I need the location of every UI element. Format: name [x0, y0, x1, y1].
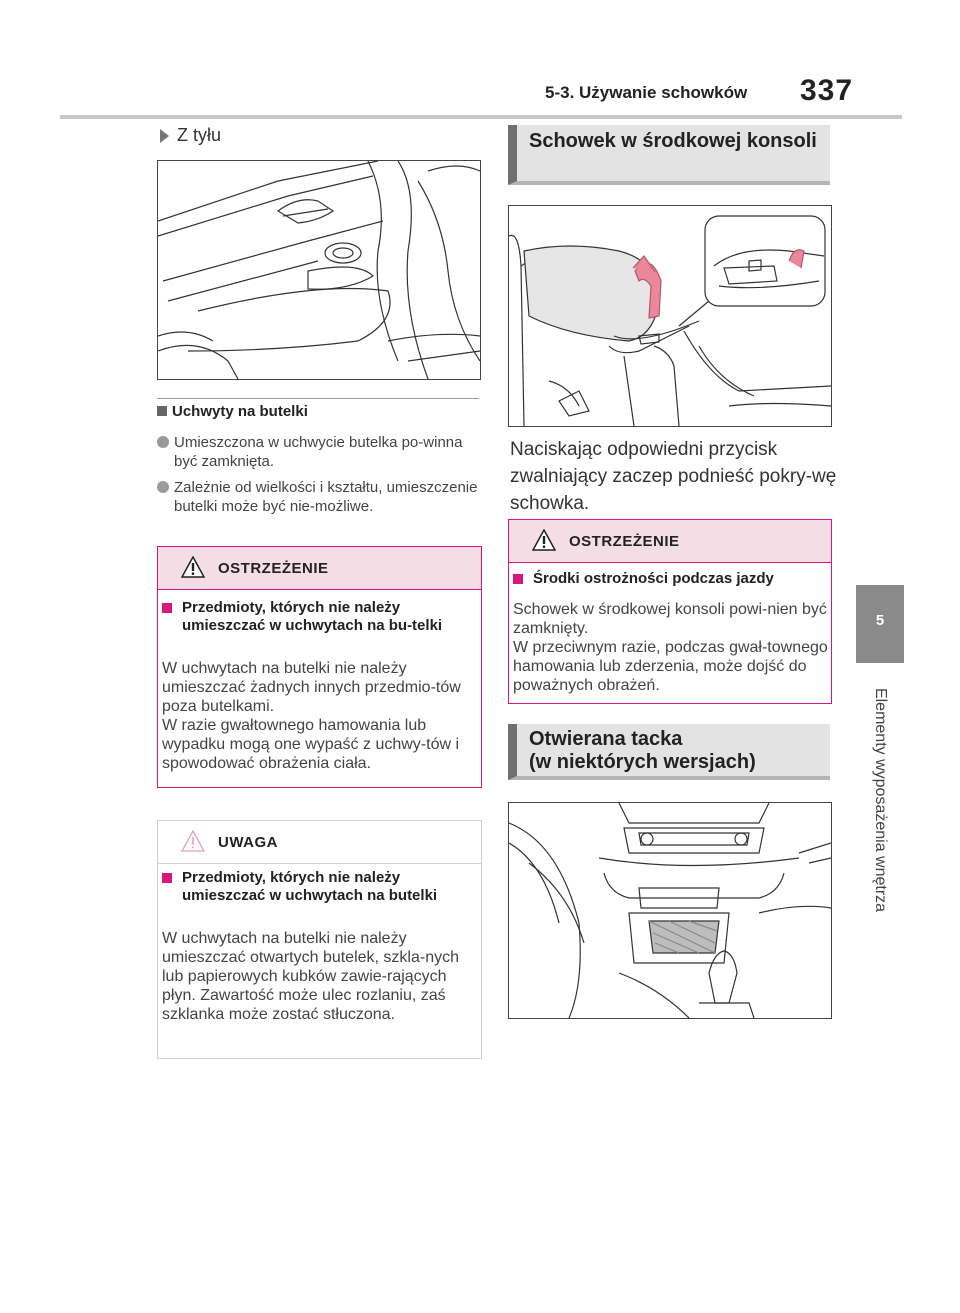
section-heading-tray-text: Otwierana tacka (w niektórych wersjach) [529, 728, 756, 773]
list-item-text: Zależnie od wielkości i kształtu, umiesz… [174, 479, 478, 515]
section-heading-console-text: Schowek w środkowej konsoli [529, 130, 817, 152]
bottle-holders-heading-text: Uchwyty na butelki [172, 403, 308, 420]
warning-subheading: Przedmioty, których nie należy umieszcza… [162, 599, 462, 635]
page-number: 337 [800, 74, 854, 107]
open-tray-illustration [508, 802, 832, 1019]
warning-label: OSTRZEŻENIE [218, 560, 329, 577]
chapter-tab: 5 [856, 585, 904, 663]
warning-box: OSTRZEŻENIE Przedmioty, których nie nale… [157, 546, 482, 788]
warning-triangle-icon [181, 556, 205, 578]
notice-box: UWAGA Przedmioty, których nie należy umi… [157, 820, 482, 1059]
section-console-body: Naciskając odpowiedni przycisk zwalniają… [510, 439, 837, 514]
notice-subheading-text: Przedmioty, których nie należy umieszcza… [182, 869, 438, 904]
warning-box-header: OSTRZEŻENIE [509, 520, 831, 563]
square-bullet-icon [157, 406, 167, 416]
warning-box-header: OSTRZEŻENIE [158, 547, 481, 590]
warning-box: OSTRZEŻENIE Środki ostrożności podczas j… [508, 519, 832, 704]
chapter-title-tab: Elementy wyposażenia wnętrza [856, 675, 904, 925]
list-item-text: Umieszczona w uchwycie butelka po-winna … [174, 434, 463, 470]
warning-subheading-text: Środki ostrożności podczas jazdy [533, 570, 774, 587]
square-bullet-icon [162, 603, 172, 613]
section-heading-tray: Otwierana tacka (w niektórych wersjach) [508, 724, 830, 780]
section-heading-console: Schowek w środkowej konsoli [508, 125, 830, 185]
warning-subheading: Środki ostrożności podczas jazdy [513, 570, 823, 588]
rear-door-bottle-holder-illustration [157, 160, 481, 380]
square-bullet-icon [513, 574, 523, 584]
square-bullet-icon [162, 873, 172, 883]
center-console-box-illustration [508, 205, 832, 427]
list-item: Umieszczona w uchwycie butelka po-winna … [157, 433, 482, 471]
circle-bullet-icon [157, 436, 169, 448]
chapter-title: Elementy wyposażenia wnętrza [872, 687, 889, 913]
warning-label: OSTRZEŻENIE [569, 533, 680, 550]
caution-triangle-icon [181, 830, 205, 852]
notice-body: W uchwytach na butelki nie należy umiesz… [162, 930, 459, 1023]
triangle-arrow-icon [160, 129, 169, 144]
bottle-holders-heading: Uchwyty na butelki [157, 403, 308, 420]
notice-box-header: UWAGA [158, 821, 481, 864]
warning-triangle-icon [532, 529, 556, 551]
notice-subheading: Przedmioty, których nie należy umieszcza… [162, 869, 462, 905]
divider [157, 398, 479, 399]
warning-body: Schowek w środkowej konsoli powi-nien by… [513, 601, 828, 694]
header-rule [60, 115, 902, 119]
subheading-rear: Z tyłu [160, 125, 221, 146]
section-title: 5-3. Używanie schowków [545, 83, 748, 102]
warning-subheading-text: Przedmioty, których nie należy umieszcza… [182, 599, 443, 634]
subheading-rear-text: Z tyłu [177, 125, 222, 145]
warning-body: W uchwytach na butelki nie należy umiesz… [162, 660, 461, 772]
notice-label: UWAGA [218, 834, 278, 851]
circle-bullet-icon [157, 481, 169, 493]
list-item: Zależnie od wielkości i kształtu, umiesz… [157, 478, 482, 516]
